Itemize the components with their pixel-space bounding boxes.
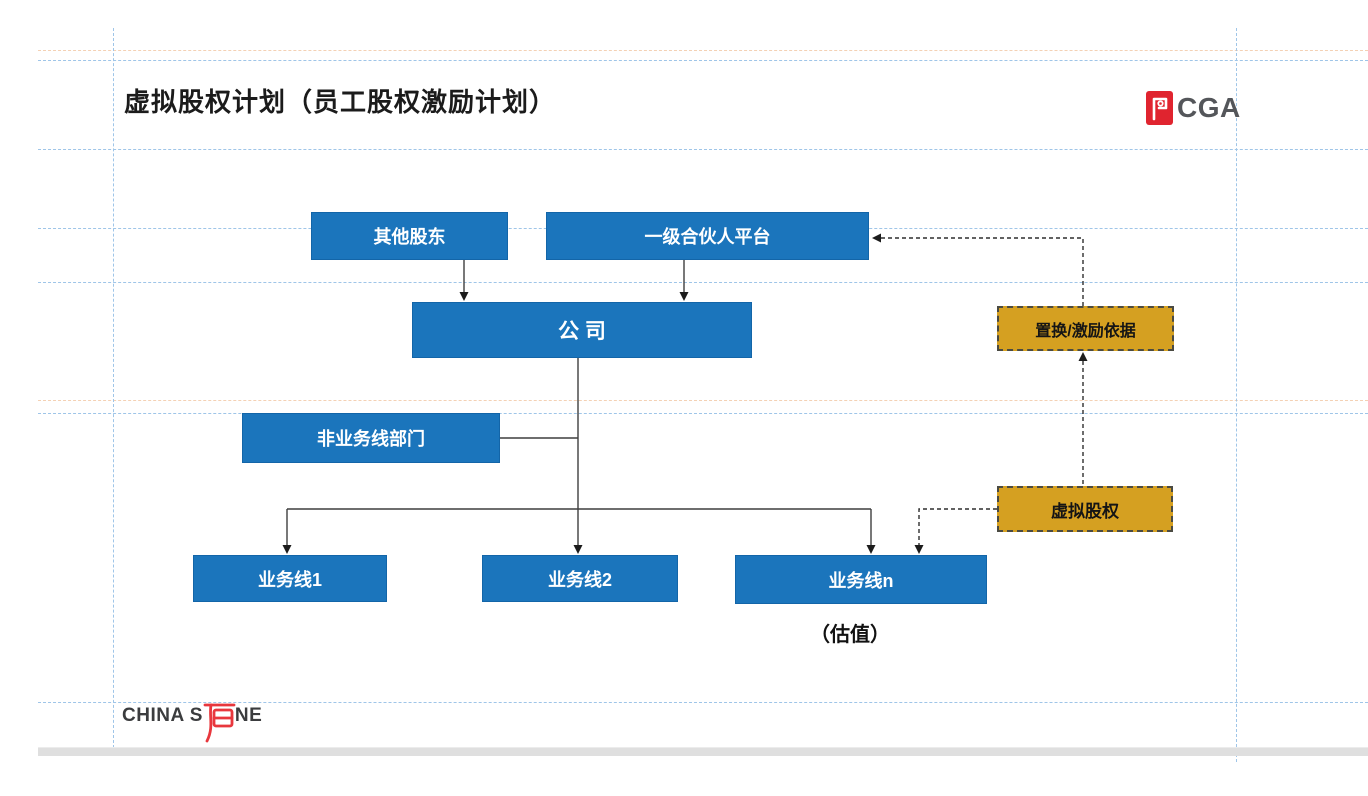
- node-label: 一级合伙人平台: [644, 227, 771, 247]
- guide-vertical-left: [113, 28, 114, 748]
- node-partner-platform[interactable]: 一级合伙人平台: [546, 212, 869, 260]
- node-business-line-2[interactable]: 业务线2: [482, 555, 678, 602]
- china-stone-logo: CHINA S NE: [122, 703, 262, 751]
- node-label: 置换/激励依据: [1035, 322, 1136, 340]
- node-label: 公 司: [558, 320, 606, 343]
- node-label: 业务线n: [828, 570, 894, 591]
- guide-horizontal-orange-2: [38, 400, 1368, 401]
- node-label: 虚拟股权: [1051, 501, 1119, 521]
- slide-bottom-edge: [38, 747, 1368, 756]
- china-stone-text-suffix: NE: [234, 705, 263, 726]
- node-business-line-1[interactable]: 业务线1: [193, 555, 387, 602]
- node-non-business-dept[interactable]: 非业务线部门: [242, 413, 500, 463]
- guide-horizontal-5: [38, 413, 1368, 414]
- node-label: 业务线2: [547, 569, 612, 590]
- guide-horizontal-2: [38, 149, 1368, 150]
- node-business-line-n[interactable]: 业务线n: [735, 555, 987, 604]
- node-virtual-equity[interactable]: 虚拟股权: [997, 486, 1173, 532]
- valuation-caption: （估值）: [810, 624, 890, 646]
- node-swap-incentive-basis[interactable]: 置换/激励依据: [997, 306, 1174, 351]
- cga-logo-icon: [1146, 91, 1173, 125]
- guide-horizontal-orange-1: [38, 50, 1368, 51]
- stone-seal-icon: [203, 703, 236, 743]
- node-label: 非业务线部门: [317, 429, 425, 449]
- node-company[interactable]: 公 司: [412, 302, 752, 358]
- node-label: 业务线1: [257, 569, 322, 590]
- cga-logo-text: CGA: [1177, 92, 1241, 123]
- cga-logo: CGA: [1146, 91, 1241, 125]
- node-label: 其他股东: [373, 227, 446, 247]
- guide-vertical-right: [1236, 28, 1237, 762]
- guide-horizontal-4: [38, 282, 1368, 283]
- slide-title[interactable]: 虚拟股权计划（员工股权激励计划）: [124, 87, 557, 117]
- guide-horizontal-1: [38, 60, 1368, 61]
- china-stone-text-prefix: CHINA S: [122, 705, 203, 726]
- guide-horizontal-6: [38, 702, 1368, 703]
- node-other-shareholders[interactable]: 其他股东: [311, 212, 508, 260]
